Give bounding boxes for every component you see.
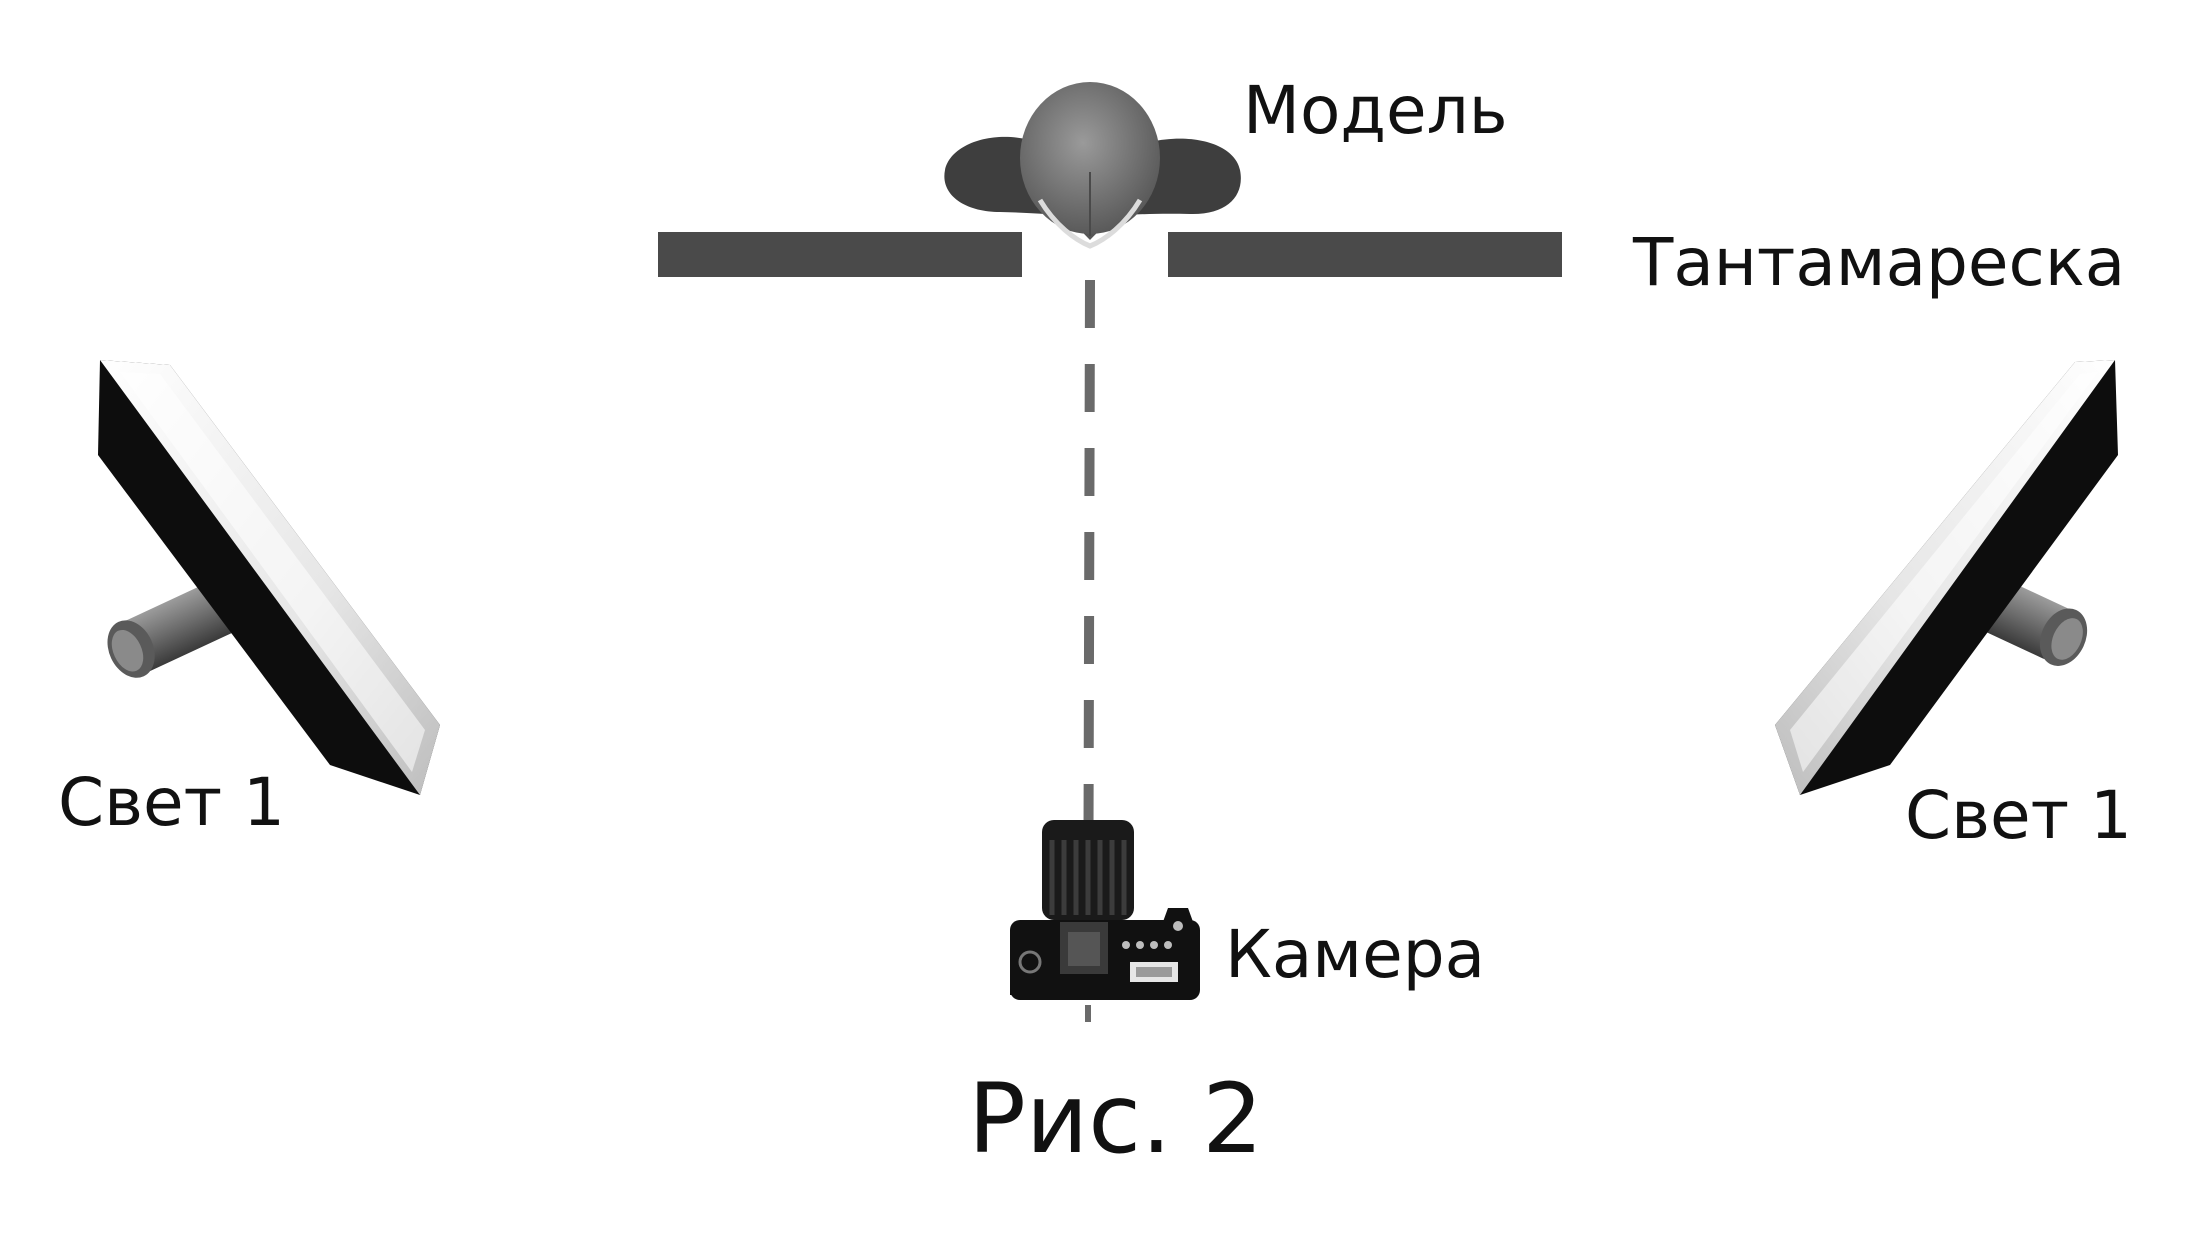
flag-bar bbox=[658, 232, 1562, 277]
light-right-label: Свет 1 bbox=[1905, 777, 2132, 854]
flag-bar-left bbox=[658, 232, 1022, 277]
model-label: Модель bbox=[1243, 72, 1508, 149]
model-icon bbox=[944, 82, 1241, 249]
softbox-icon bbox=[98, 360, 440, 795]
flag-bar-right bbox=[1168, 232, 1562, 277]
camera-label: Камера bbox=[1225, 916, 1485, 993]
figure-caption: Рис. 2 bbox=[968, 1063, 1263, 1175]
camera-icon bbox=[1010, 820, 1200, 1000]
softbox-icon bbox=[1775, 360, 2118, 795]
light-left-label: Свет 1 bbox=[58, 764, 285, 841]
flag-label: Тантамареска bbox=[1632, 224, 2125, 301]
